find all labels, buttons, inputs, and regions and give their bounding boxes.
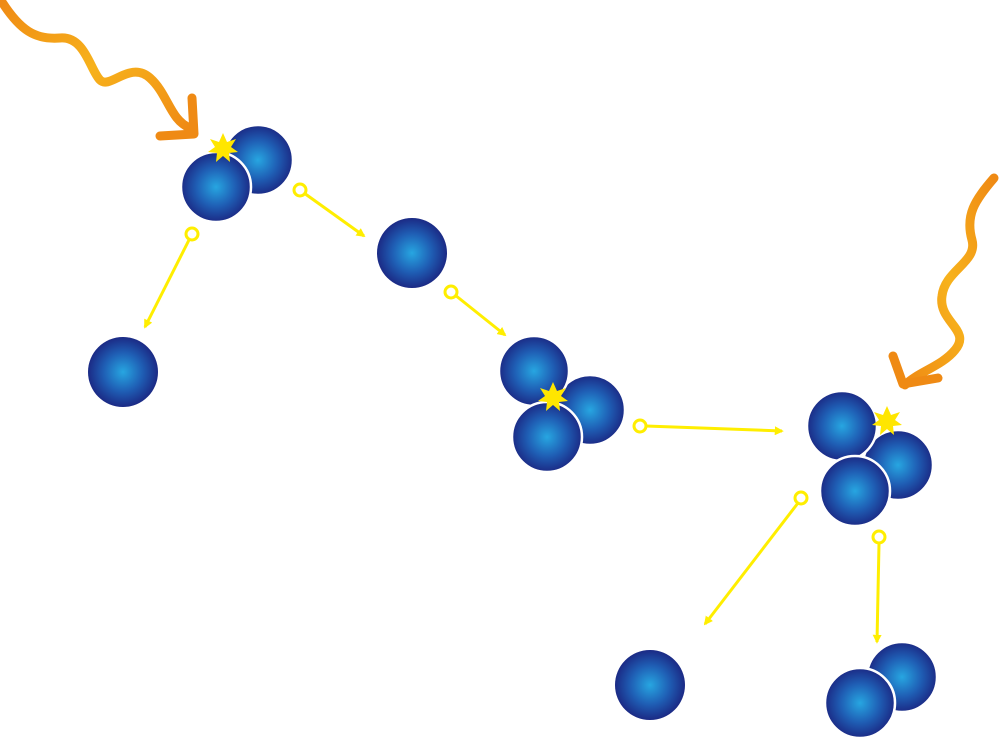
arrow-line bbox=[143, 237, 192, 329]
particle bbox=[823, 666, 897, 740]
particle-cluster-d bbox=[823, 640, 939, 740]
wavy-arrow-icon bbox=[0, 0, 195, 133]
particle bbox=[510, 400, 584, 474]
particle-cluster-c bbox=[805, 389, 935, 528]
incoming-photon-2 bbox=[888, 173, 999, 390]
incoming-photon-1 bbox=[0, 0, 199, 141]
particle bbox=[88, 337, 158, 407]
particle bbox=[615, 650, 685, 720]
emission-arrow-1 bbox=[143, 226, 200, 329]
arrow-line bbox=[454, 293, 507, 337]
arrow-line bbox=[872, 543, 882, 644]
arrow-tail-circle-icon bbox=[871, 529, 887, 545]
emission-arrow-6 bbox=[871, 529, 887, 644]
collision-flash-icon bbox=[538, 382, 568, 411]
arrow-line bbox=[703, 502, 800, 626]
emission-arrow-2 bbox=[292, 182, 366, 238]
arrow-line bbox=[303, 191, 366, 238]
photon-arrowhead-icon bbox=[888, 351, 943, 389]
arrow-tail-circle-icon bbox=[443, 284, 459, 300]
photon-arrowhead-icon bbox=[155, 93, 199, 141]
arrow-line bbox=[645, 424, 784, 436]
arrow-tail-circle-icon bbox=[184, 226, 200, 242]
particle-cluster-b bbox=[497, 334, 627, 474]
emission-arrow-5 bbox=[703, 490, 809, 626]
particle-cluster-a bbox=[179, 123, 295, 224]
particle bbox=[818, 454, 892, 528]
arrow-tail-circle-icon bbox=[793, 490, 809, 506]
arrow-tail-circle-icon bbox=[292, 182, 308, 198]
collision-flash-icon bbox=[872, 406, 902, 435]
collision-flash-icon bbox=[208, 133, 238, 162]
particle bbox=[377, 218, 447, 288]
emission-arrow-3 bbox=[443, 284, 507, 337]
particle bbox=[805, 389, 879, 463]
arrow-tail-circle-icon bbox=[632, 418, 648, 434]
wavy-arrow-icon bbox=[900, 173, 999, 390]
particle bbox=[179, 150, 253, 224]
emission-arrow-4 bbox=[632, 418, 784, 436]
